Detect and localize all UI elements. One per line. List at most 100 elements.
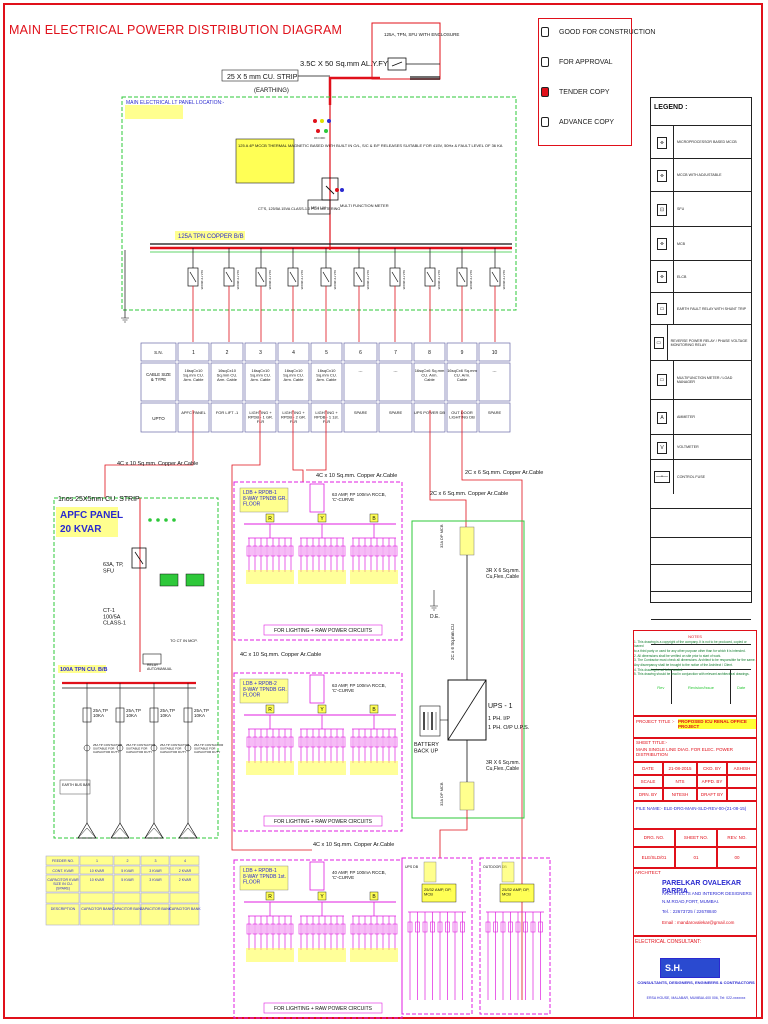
table-cell xyxy=(413,402,446,433)
architect-sub: ARCHITECTS AND INTERIOR DESIGNERS xyxy=(662,891,752,896)
branch-mcb-icon xyxy=(350,736,356,748)
meter-label: MULTI FUNCTION METER xyxy=(340,203,389,208)
feeder-rating: 63A TP MCCB xyxy=(200,270,204,289)
drg-value-text: 01 xyxy=(693,855,699,860)
apfc-to-ct: TO CT IN MCP. xyxy=(170,638,198,643)
branch-mcb-icon xyxy=(334,545,340,557)
branch-mcb-icon xyxy=(246,736,252,748)
branch-mcb-icon xyxy=(356,923,362,935)
branch-mcb-icon xyxy=(276,923,282,935)
apfc-table-text: CAPACITOR BANK xyxy=(169,907,201,911)
feeder-number: 4 xyxy=(292,350,295,356)
mcb-icon: ⌯ xyxy=(651,227,674,261)
status-good-for-construction[interactable]: GOOD FOR CONSTRUCTION xyxy=(541,27,655,37)
branch-mcb-icon xyxy=(452,921,458,933)
branch-mcb-icon xyxy=(288,923,294,935)
incomer-section: 125A, TPN, SFU WITH ENCLOSURE 3.5C X 50 … xyxy=(121,22,517,323)
branch-mcb-icon xyxy=(340,545,346,557)
legend-text: SFU xyxy=(677,207,685,212)
branch-mcb-icon xyxy=(322,736,328,748)
phase-letter: R xyxy=(268,707,272,713)
sfu-icon: ⊡ xyxy=(651,192,674,227)
contactor-icon xyxy=(150,744,158,752)
branch-mcb-icon xyxy=(515,921,521,933)
cable-label-5: 4C x 10 Sq.mm. Copper Ar.Cable xyxy=(240,652,321,658)
apfc-table-text: 1 xyxy=(96,859,98,863)
revision-row xyxy=(651,591,751,617)
apfc-table-cell xyxy=(79,874,114,893)
status-panel xyxy=(538,18,632,146)
project-title-row xyxy=(633,716,757,738)
title-cell: DRN. BY xyxy=(633,788,663,801)
consultant-label: ELECTRICAL CONSULTANT: xyxy=(635,939,702,945)
status-for-approval[interactable]: FOR APPROVAL xyxy=(541,57,613,67)
incomer-cable xyxy=(328,76,380,105)
apfc-sfu-label: 63A, TP,SFU xyxy=(103,562,124,574)
apfc-table-text: CAPACITOR BANK xyxy=(112,907,144,911)
svg-text:ON OFF: ON OFF xyxy=(314,136,325,140)
legend-row: —•—CONTROL FUSE xyxy=(651,459,751,494)
feeder-rating: 63A TP MCCB xyxy=(236,270,240,289)
architect-block xyxy=(633,868,757,936)
ldb-footer: FOR LIGHTING + RAW POWER CIRCUITS xyxy=(274,819,373,825)
branch-mcb-icon xyxy=(310,545,316,557)
apfc-table-cell xyxy=(169,892,200,904)
cable-label-1: 4C x 10 Sq.mm. Copper Ar.Cable xyxy=(117,461,198,467)
table-cell xyxy=(446,362,478,402)
feeder-cable-size: --- xyxy=(359,368,364,373)
table-cell xyxy=(177,342,210,362)
capacitor-bank-icon xyxy=(110,822,130,839)
branch-mcb-icon xyxy=(316,736,322,748)
architect-email: Email : mandarovalekar@gmail.com xyxy=(662,920,735,925)
apfc-table-text: 5 KVAR xyxy=(121,878,134,882)
meter-icon xyxy=(307,199,331,215)
branch-mcb-icon xyxy=(362,736,368,748)
checkbox-icon[interactable] xyxy=(541,27,549,37)
branch-mcb-icon xyxy=(258,736,264,748)
table-cell xyxy=(310,342,343,362)
phase-letter: B xyxy=(372,707,376,713)
branch-mcb-icon xyxy=(340,923,346,935)
checkbox-icon[interactable] xyxy=(541,117,549,127)
table-cell xyxy=(378,402,413,433)
feeder-rating: 63A TP MCCB xyxy=(437,270,441,289)
branch-mcb-icon xyxy=(304,736,310,748)
switch-contact-icon xyxy=(355,271,363,283)
feeder-cable-size: --- xyxy=(493,368,498,373)
ups-detail-1: 1 PH. I/P xyxy=(488,716,510,722)
mccb-note-box xyxy=(235,138,295,184)
apfc-table-cell xyxy=(113,865,141,875)
revision-row xyxy=(651,644,751,670)
table-cell xyxy=(244,342,277,362)
status-advance-copy[interactable]: ADVANCE COPY xyxy=(541,117,614,127)
title-cell: NITESH xyxy=(663,788,697,801)
branch-mcb-icon xyxy=(288,545,294,557)
ups-de-label: D.E. xyxy=(430,614,440,620)
checkbox-checked-icon[interactable] xyxy=(541,87,549,97)
table-cell xyxy=(378,362,413,402)
legend-row: ▭MULTIFUNCTION METER / LOAD MANAGER xyxy=(651,360,751,399)
on-lamp-icon xyxy=(316,129,320,133)
legend-row: ▭EARTH FAULT RELAY WITH SHUNT TRIP xyxy=(651,292,751,325)
sheet-label: SHEET TITLE:- xyxy=(636,740,668,745)
table-cell xyxy=(343,362,378,402)
table-cell xyxy=(140,402,177,433)
indicator-y-icon xyxy=(320,119,324,123)
branch-mcb-icon xyxy=(298,736,304,748)
apfc-kvar: 20 KVAR xyxy=(60,524,102,535)
feeder-destination: APFC PANEL xyxy=(181,410,206,415)
table-cell xyxy=(413,362,446,402)
legend-row: ⌯MCCB WITH ADJUSTABLE xyxy=(651,158,751,192)
table-cell xyxy=(210,402,244,433)
checkbox-icon[interactable] xyxy=(541,57,549,67)
indicator-lamp-icon xyxy=(172,518,176,522)
indicator-lamp-icon xyxy=(164,518,168,522)
drg-value-text: 00 xyxy=(734,855,740,860)
notes-heading: NOTES xyxy=(688,634,702,639)
status-tender-copy[interactable]: TENDER COPY xyxy=(541,87,610,97)
branch-mcb-icon xyxy=(368,545,374,557)
